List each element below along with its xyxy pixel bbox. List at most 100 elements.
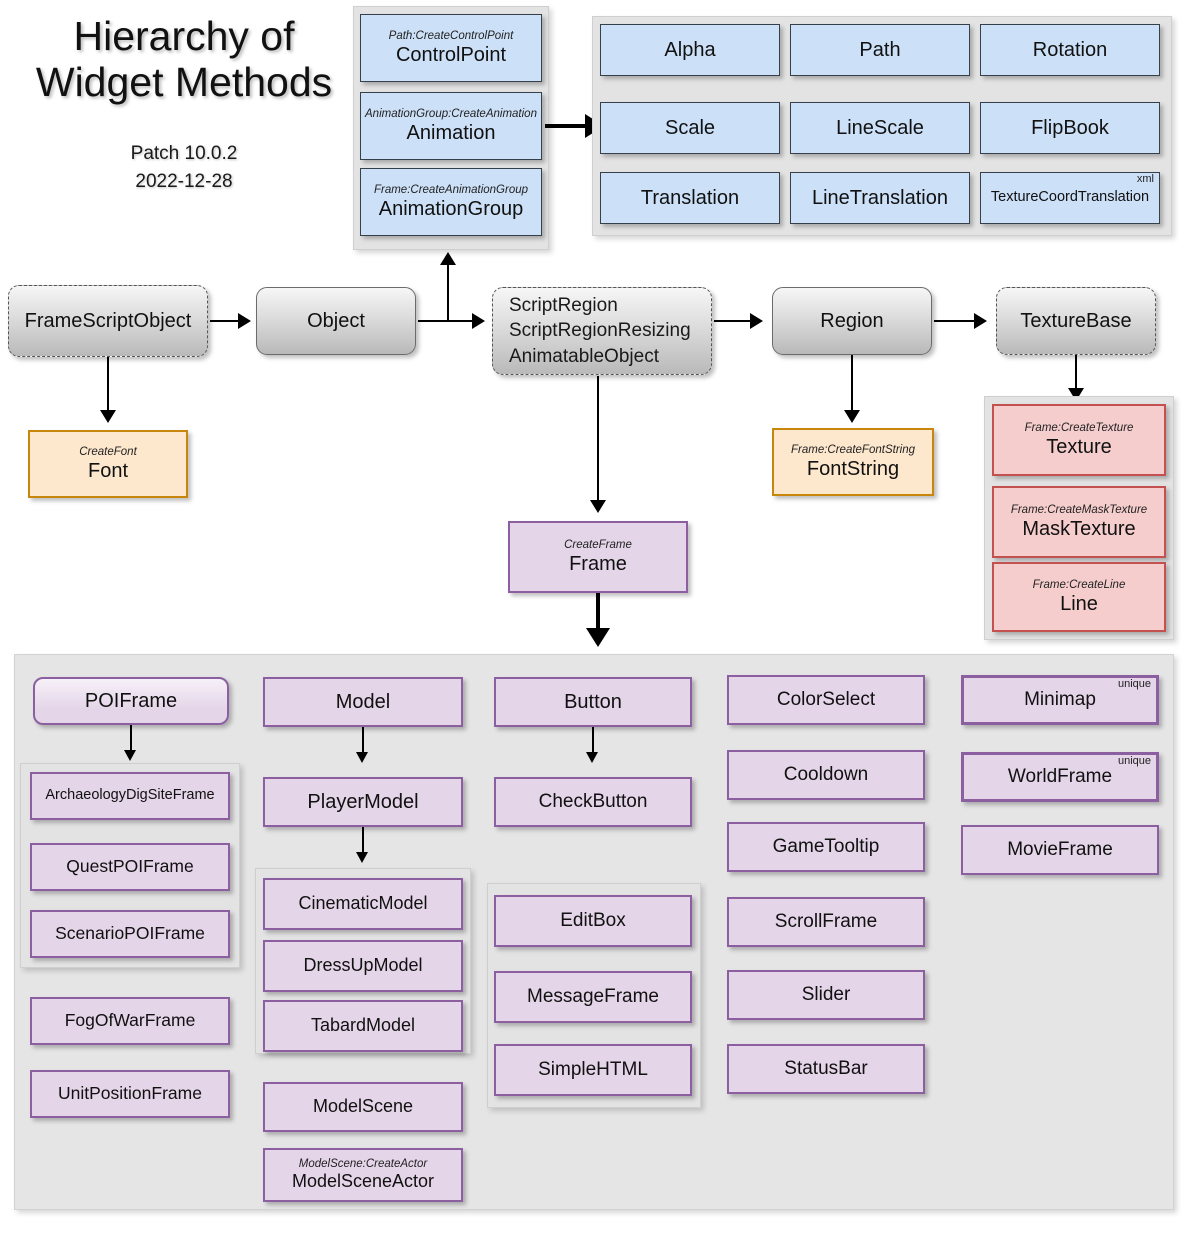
arrowhead-fso-to-font: [100, 410, 116, 423]
node-caption: Frame:CreateFontString: [791, 443, 915, 456]
node-label: Scale: [664, 117, 716, 139]
node-label: FlipBook: [1031, 117, 1109, 139]
node-movieframe[interactable]: MovieFrame: [961, 825, 1159, 875]
node-anim-flipbook[interactable]: FlipBook: [980, 102, 1160, 154]
node-masktexture[interactable]: Frame:CreateMaskTexture MaskTexture: [992, 486, 1166, 558]
node-modelsceneactor[interactable]: ModelScene:CreateActor ModelSceneActor: [263, 1148, 463, 1202]
node-label: Minimap: [1024, 688, 1096, 710]
node-cinematicmodel[interactable]: CinematicModel: [263, 878, 463, 930]
node-label: ColorSelect: [776, 688, 876, 710]
node-label: EditBox: [560, 909, 626, 931]
node-label: Path: [859, 39, 901, 61]
arrowhead-scriptregion-to-frame: [590, 500, 606, 513]
node-texture[interactable]: Frame:CreateTexture Texture: [992, 404, 1166, 476]
node-slider[interactable]: Slider: [727, 970, 925, 1020]
node-line[interactable]: Frame:CreateLine Line: [992, 562, 1166, 632]
node-dressupmodel[interactable]: DressUpModel: [263, 940, 463, 992]
badge-xml: xml: [1136, 173, 1154, 185]
node-label: TextureCoordTranslation: [990, 189, 1150, 206]
node-control-point[interactable]: Path:CreateControlPoint ControlPoint: [360, 14, 542, 82]
node-messageframe[interactable]: MessageFrame: [494, 971, 692, 1023]
node-label: ModelScene: [312, 1096, 414, 1117]
node-label: ScrollFrame: [774, 910, 878, 932]
node-label: Object: [307, 310, 365, 332]
badge-unique: unique: [1117, 755, 1151, 767]
node-modelscene[interactable]: ModelScene: [263, 1082, 463, 1132]
node-worldframe[interactable]: unique WorldFrame: [961, 752, 1159, 802]
node-caption: AnimationGroup:CreateAnimation: [365, 107, 537, 120]
node-label: UnitPositionFrame: [58, 1083, 202, 1104]
arrowhead-model-to-playermodel: [356, 752, 368, 763]
node-label: Frame: [569, 553, 627, 576]
node-anim-scale[interactable]: Scale: [600, 102, 780, 154]
connector-region-to-fontstring: [851, 355, 853, 415]
connector-playermodel-to-sub: [362, 827, 364, 859]
node-model[interactable]: Model: [263, 677, 463, 727]
node-scrollframe[interactable]: ScrollFrame: [727, 897, 925, 947]
node-anim-rotation[interactable]: Rotation: [980, 24, 1160, 76]
node-scenariopoiframe[interactable]: ScenarioPOIFrame: [30, 910, 230, 958]
node-frame[interactable]: CreateFrame Frame: [508, 521, 688, 593]
connector-texturebase-to-textures: [1075, 355, 1077, 393]
node-colorselect[interactable]: ColorSelect: [727, 675, 925, 725]
node-anim-translation[interactable]: Translation: [600, 172, 780, 224]
node-label: Button: [564, 691, 622, 713]
node-checkbutton[interactable]: CheckButton: [494, 777, 692, 827]
node-label: Translation: [640, 187, 740, 209]
node-anim-linetranslation[interactable]: LineTranslation: [790, 172, 970, 224]
node-gametooltip[interactable]: GameTooltip: [727, 822, 925, 872]
node-statusbar[interactable]: StatusBar: [727, 1044, 925, 1094]
node-minimap[interactable]: unique Minimap: [961, 675, 1159, 725]
node-poiframe[interactable]: POIFrame: [33, 677, 229, 725]
node-cooldown[interactable]: Cooldown: [727, 750, 925, 800]
node-animation-group[interactable]: Frame:CreateAnimationGroup AnimationGrou…: [360, 168, 542, 236]
connector-fso-to-font: [107, 357, 109, 415]
node-label: LineTranslation: [811, 187, 948, 209]
node-label: WorldFrame: [1007, 765, 1113, 787]
node-label: Cooldown: [783, 763, 869, 785]
node-fontstring[interactable]: Frame:CreateFontString FontString: [772, 428, 934, 496]
node-label: StatusBar: [784, 1057, 868, 1079]
node-label: Region: [820, 310, 884, 332]
node-questpoiframe[interactable]: QuestPOIFrame: [30, 843, 230, 891]
node-caption: Frame:CreateMaskTexture: [1010, 503, 1148, 516]
node-anim-linescale[interactable]: LineScale: [790, 102, 970, 154]
node-label: POIFrame: [84, 690, 178, 712]
node-texturebase[interactable]: TextureBase: [996, 287, 1156, 355]
node-animation[interactable]: AnimationGroup:CreateAnimation Animation: [360, 92, 542, 160]
node-archaeologydigsiteframe[interactable]: ArchaeologyDigSiteFrame: [30, 772, 230, 820]
node-framescriptobject[interactable]: FrameScriptObject: [8, 285, 208, 357]
node-object[interactable]: Object: [256, 287, 416, 355]
page-title: Hierarchy of Widget Methods: [35, 13, 333, 105]
node-label: Alpha: [664, 39, 716, 61]
connector-fso-to-object: [210, 320, 240, 322]
node-caption: Path:CreateControlPoint: [388, 29, 514, 42]
connector-scriptregion-to-region: [714, 320, 752, 322]
arrowhead-object-to-scriptregion: [472, 313, 485, 329]
node-playermodel[interactable]: PlayerModel: [263, 777, 463, 827]
node-anim-alpha[interactable]: Alpha: [600, 24, 780, 76]
node-fogofwarframe[interactable]: FogOfWarFrame: [30, 997, 230, 1045]
node-simplehtml[interactable]: SimpleHTML: [494, 1044, 692, 1096]
node-label: LineScale: [836, 117, 924, 139]
node-label: Animation: [406, 122, 496, 145]
node-label: CheckButton: [538, 790, 648, 812]
arrowhead-button-to-checkbutton: [586, 752, 598, 763]
arrowhead-object-to-animationgroup: [440, 252, 456, 265]
node-anim-texturecoordtranslation[interactable]: xml TextureCoordTranslation: [980, 172, 1160, 224]
node-editbox[interactable]: EditBox: [494, 895, 692, 947]
connector-region-to-texturebase: [934, 320, 976, 322]
node-button[interactable]: Button: [494, 677, 692, 727]
node-caption: CreateFrame: [564, 538, 632, 551]
node-label: DressUpModel: [303, 955, 423, 976]
node-scriptregion[interactable]: ScriptRegion ScriptRegionResizing Animat…: [492, 287, 712, 375]
node-label: QuestPOIFrame: [66, 856, 194, 877]
node-tabardmodel[interactable]: TabardModel: [263, 1000, 463, 1052]
arrowhead-scriptregion-to-region: [750, 313, 763, 329]
connector-object-to-scriptregion: [418, 320, 474, 322]
node-font[interactable]: CreateFont Font: [28, 430, 188, 498]
node-region[interactable]: Region: [772, 287, 932, 355]
node-anim-path[interactable]: Path: [790, 24, 970, 76]
node-unitpositionframe[interactable]: UnitPositionFrame: [30, 1070, 230, 1118]
